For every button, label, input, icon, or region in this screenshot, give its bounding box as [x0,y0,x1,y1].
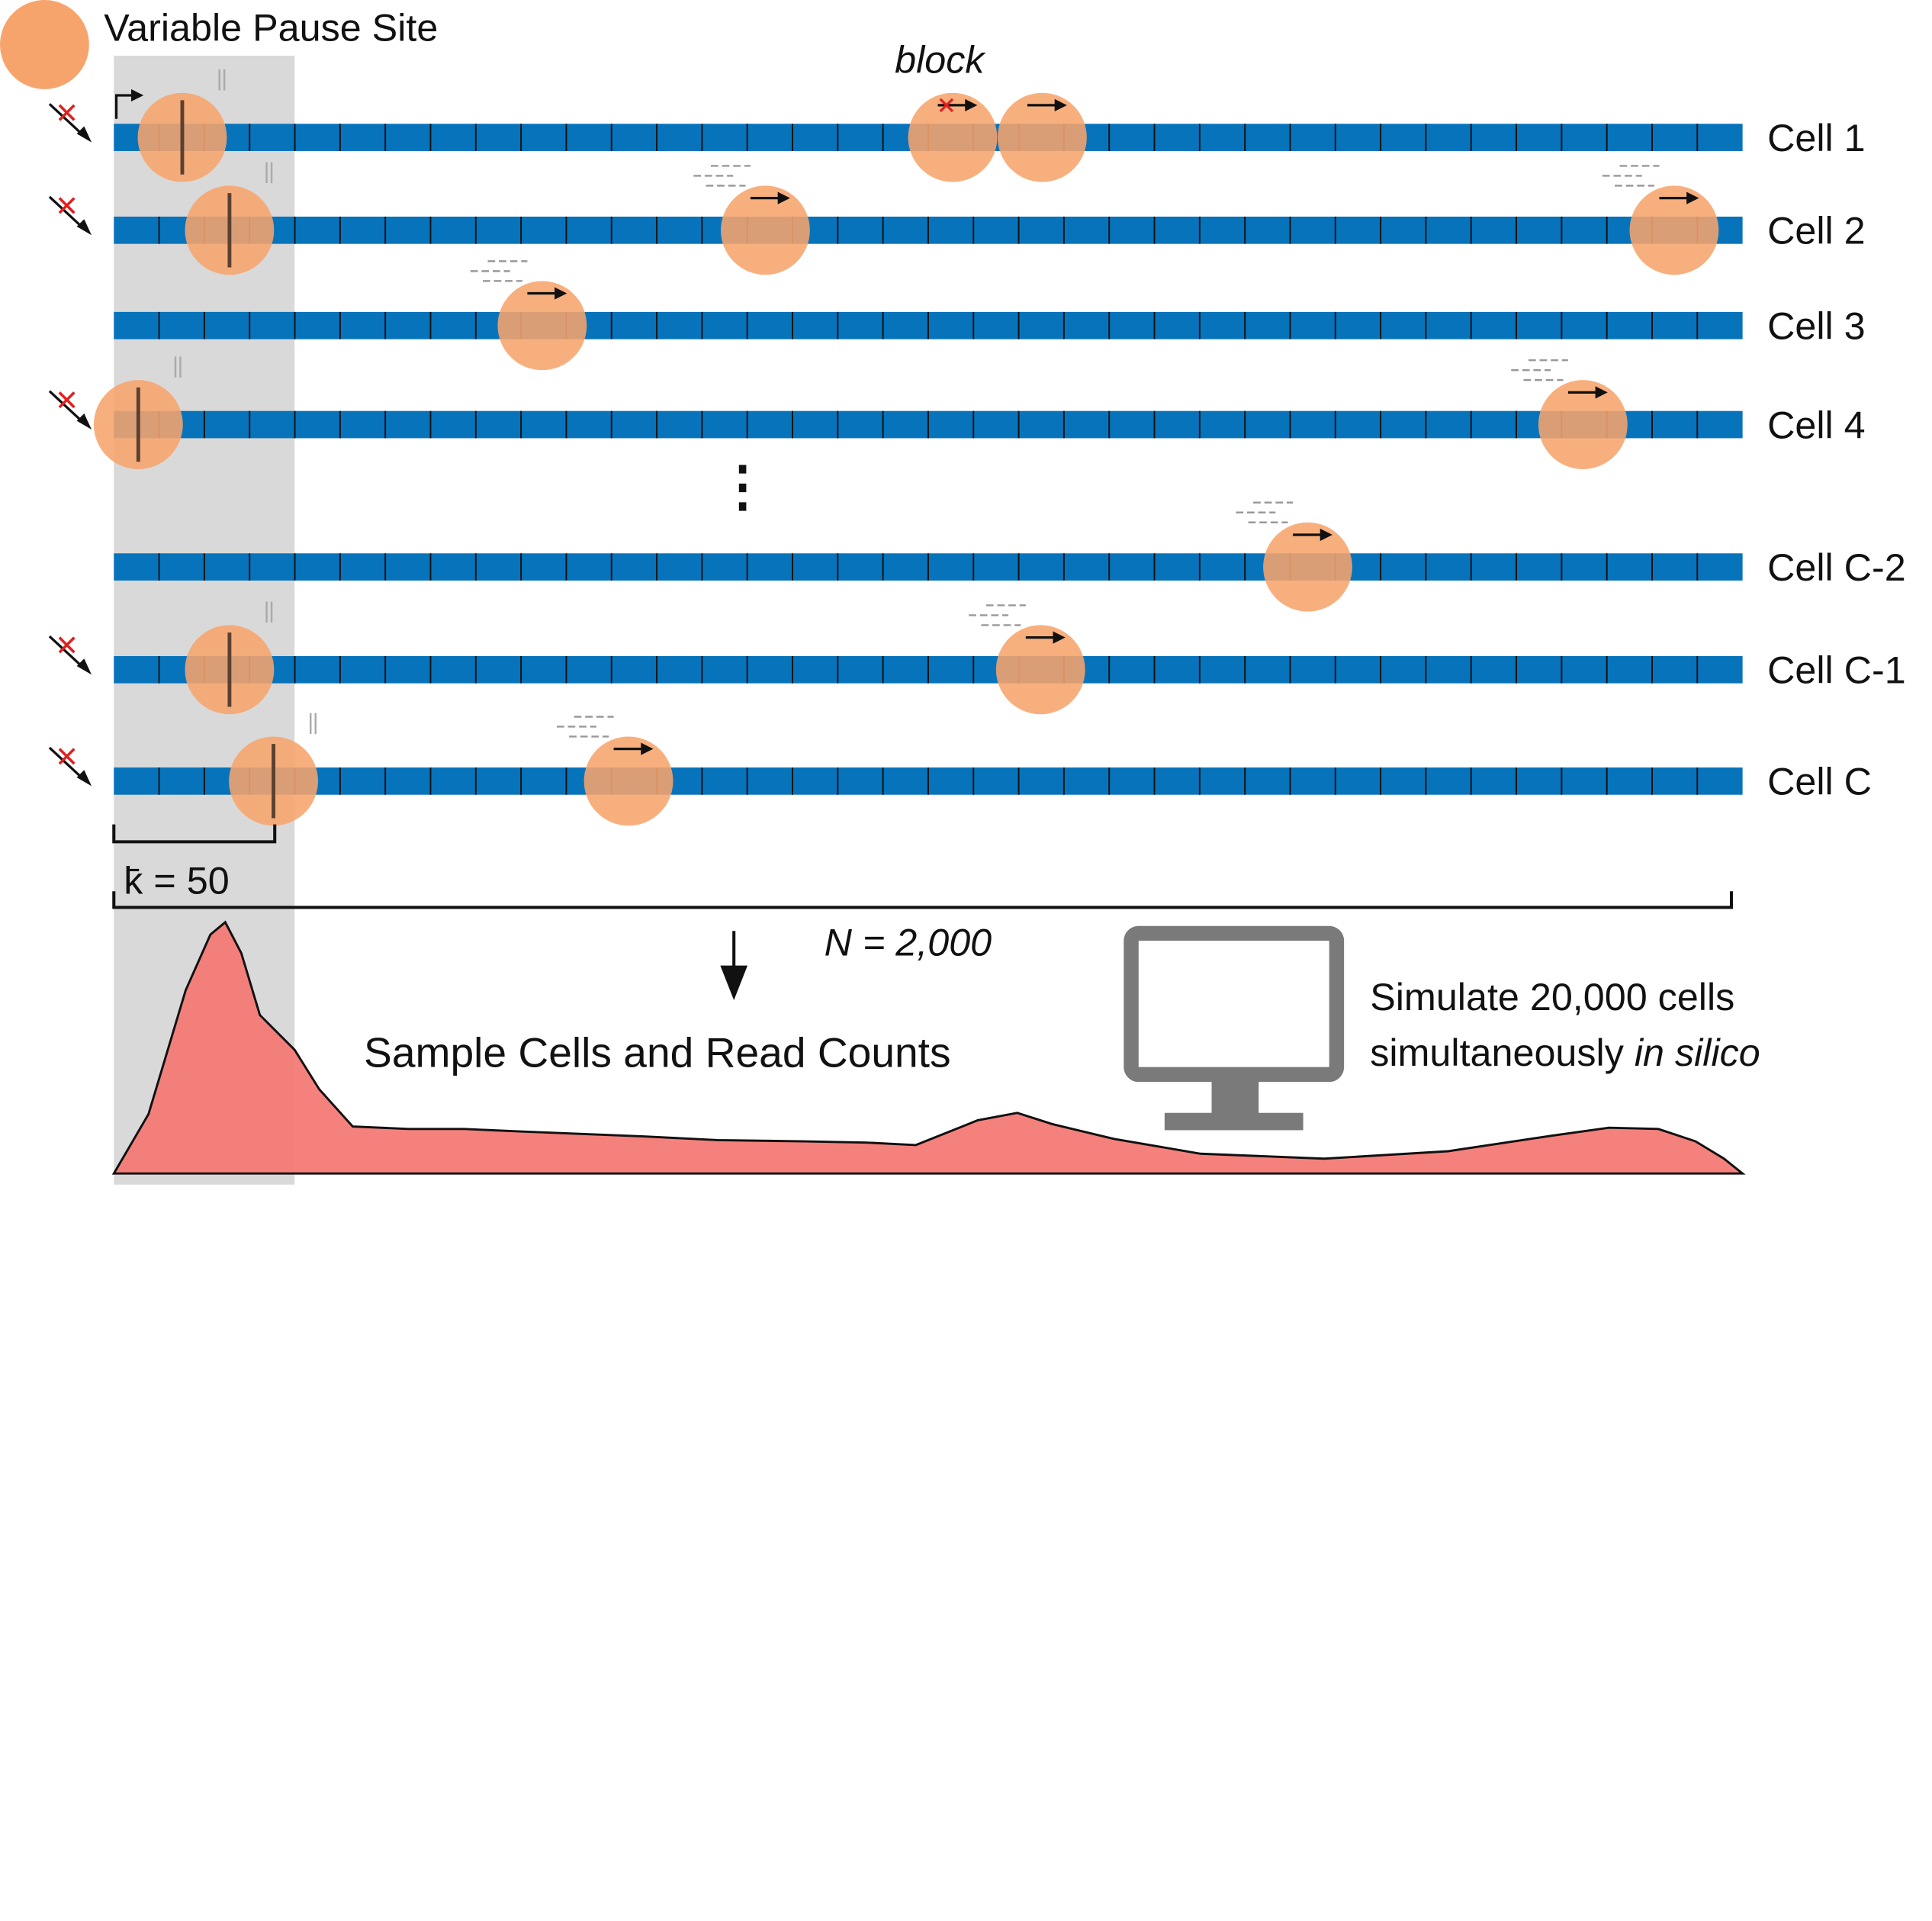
n-bracket [112,891,1734,909]
blocked-initiation-icon [48,746,92,787]
tss-arrow-icon [114,88,144,119]
elongating-polymerase [693,165,810,275]
cell-row: Cell C [48,713,1872,826]
sample-label: Sample Cells and Read Counts [364,1029,951,1076]
blocked-initiation-icon [48,195,92,236]
simulate-line-2-text: simultaneously [1370,1031,1635,1074]
cell-row: Cell 4 [48,356,1866,469]
cell-label: Cell 1 [1767,116,1866,159]
paused-polymerase [93,356,183,469]
simulate-line-2-italic: in silico [1635,1031,1760,1074]
elongating-polymerase [1236,501,1352,612]
cell-label: Cell C [1767,760,1872,803]
paused-polymerase [185,601,275,715]
cell-label: Cell C-2 [1767,545,1906,589]
paused-polymerase [229,713,318,826]
legend-label: Variable Pause Site [104,6,438,50]
cell-row: Cell C-2 [114,501,1906,612]
paused-polymerase [185,162,275,275]
cell-label: Cell 3 [1767,304,1866,348]
nascent-rna-reads [1511,359,1568,381]
paused-polymerase [137,69,227,182]
cell-label: Cell 2 [1767,209,1866,253]
legend-polymerase-swatch [0,0,89,89]
blocked-initiation-icon [48,103,92,143]
cell-row: Cell C-1 [48,601,1906,715]
k-bracket [112,824,277,844]
cell-label: Cell 4 [1767,403,1866,446]
cell-row: Cell 3 [114,260,1866,371]
ellipsis: ⋮ [715,456,770,517]
nascent-rna-reads [470,260,528,282]
blocked-polymerase [908,92,998,182]
simulate-line-2: simultaneously in silico [1370,1031,1760,1074]
elongating-polymerase [556,716,673,826]
elongating-polymerase [1602,165,1719,275]
nascent-rna-reads [556,716,614,738]
elongating-polymerase [1511,359,1628,469]
read-count-density [111,920,1746,1175]
nascent-rna-reads [1236,501,1294,523]
cell-label: Cell C-1 [1767,648,1906,692]
down-arrow-icon [720,931,748,1001]
nascent-rna-reads [693,165,751,187]
blocked-initiation-icon [48,635,92,675]
elongating-polymerase [969,604,1085,715]
block-label: block [895,38,986,82]
cell-row: Cell 2 [48,162,1866,275]
computer-monitor-icon [1124,925,1345,1131]
simulate-line-1: Simulate 20,000 cells [1370,975,1734,1018]
k-bar-label: k̄ = 50 [124,859,229,903]
elongating-polymerase [998,92,1087,182]
nascent-rna-reads [969,604,1026,626]
elongating-polymerase [470,260,587,371]
cell-row: Cell 1 [48,69,1866,182]
n-label: N = 2,000 [825,921,992,964]
blocked-initiation-icon [48,390,92,430]
nascent-rna-reads [1602,165,1660,187]
